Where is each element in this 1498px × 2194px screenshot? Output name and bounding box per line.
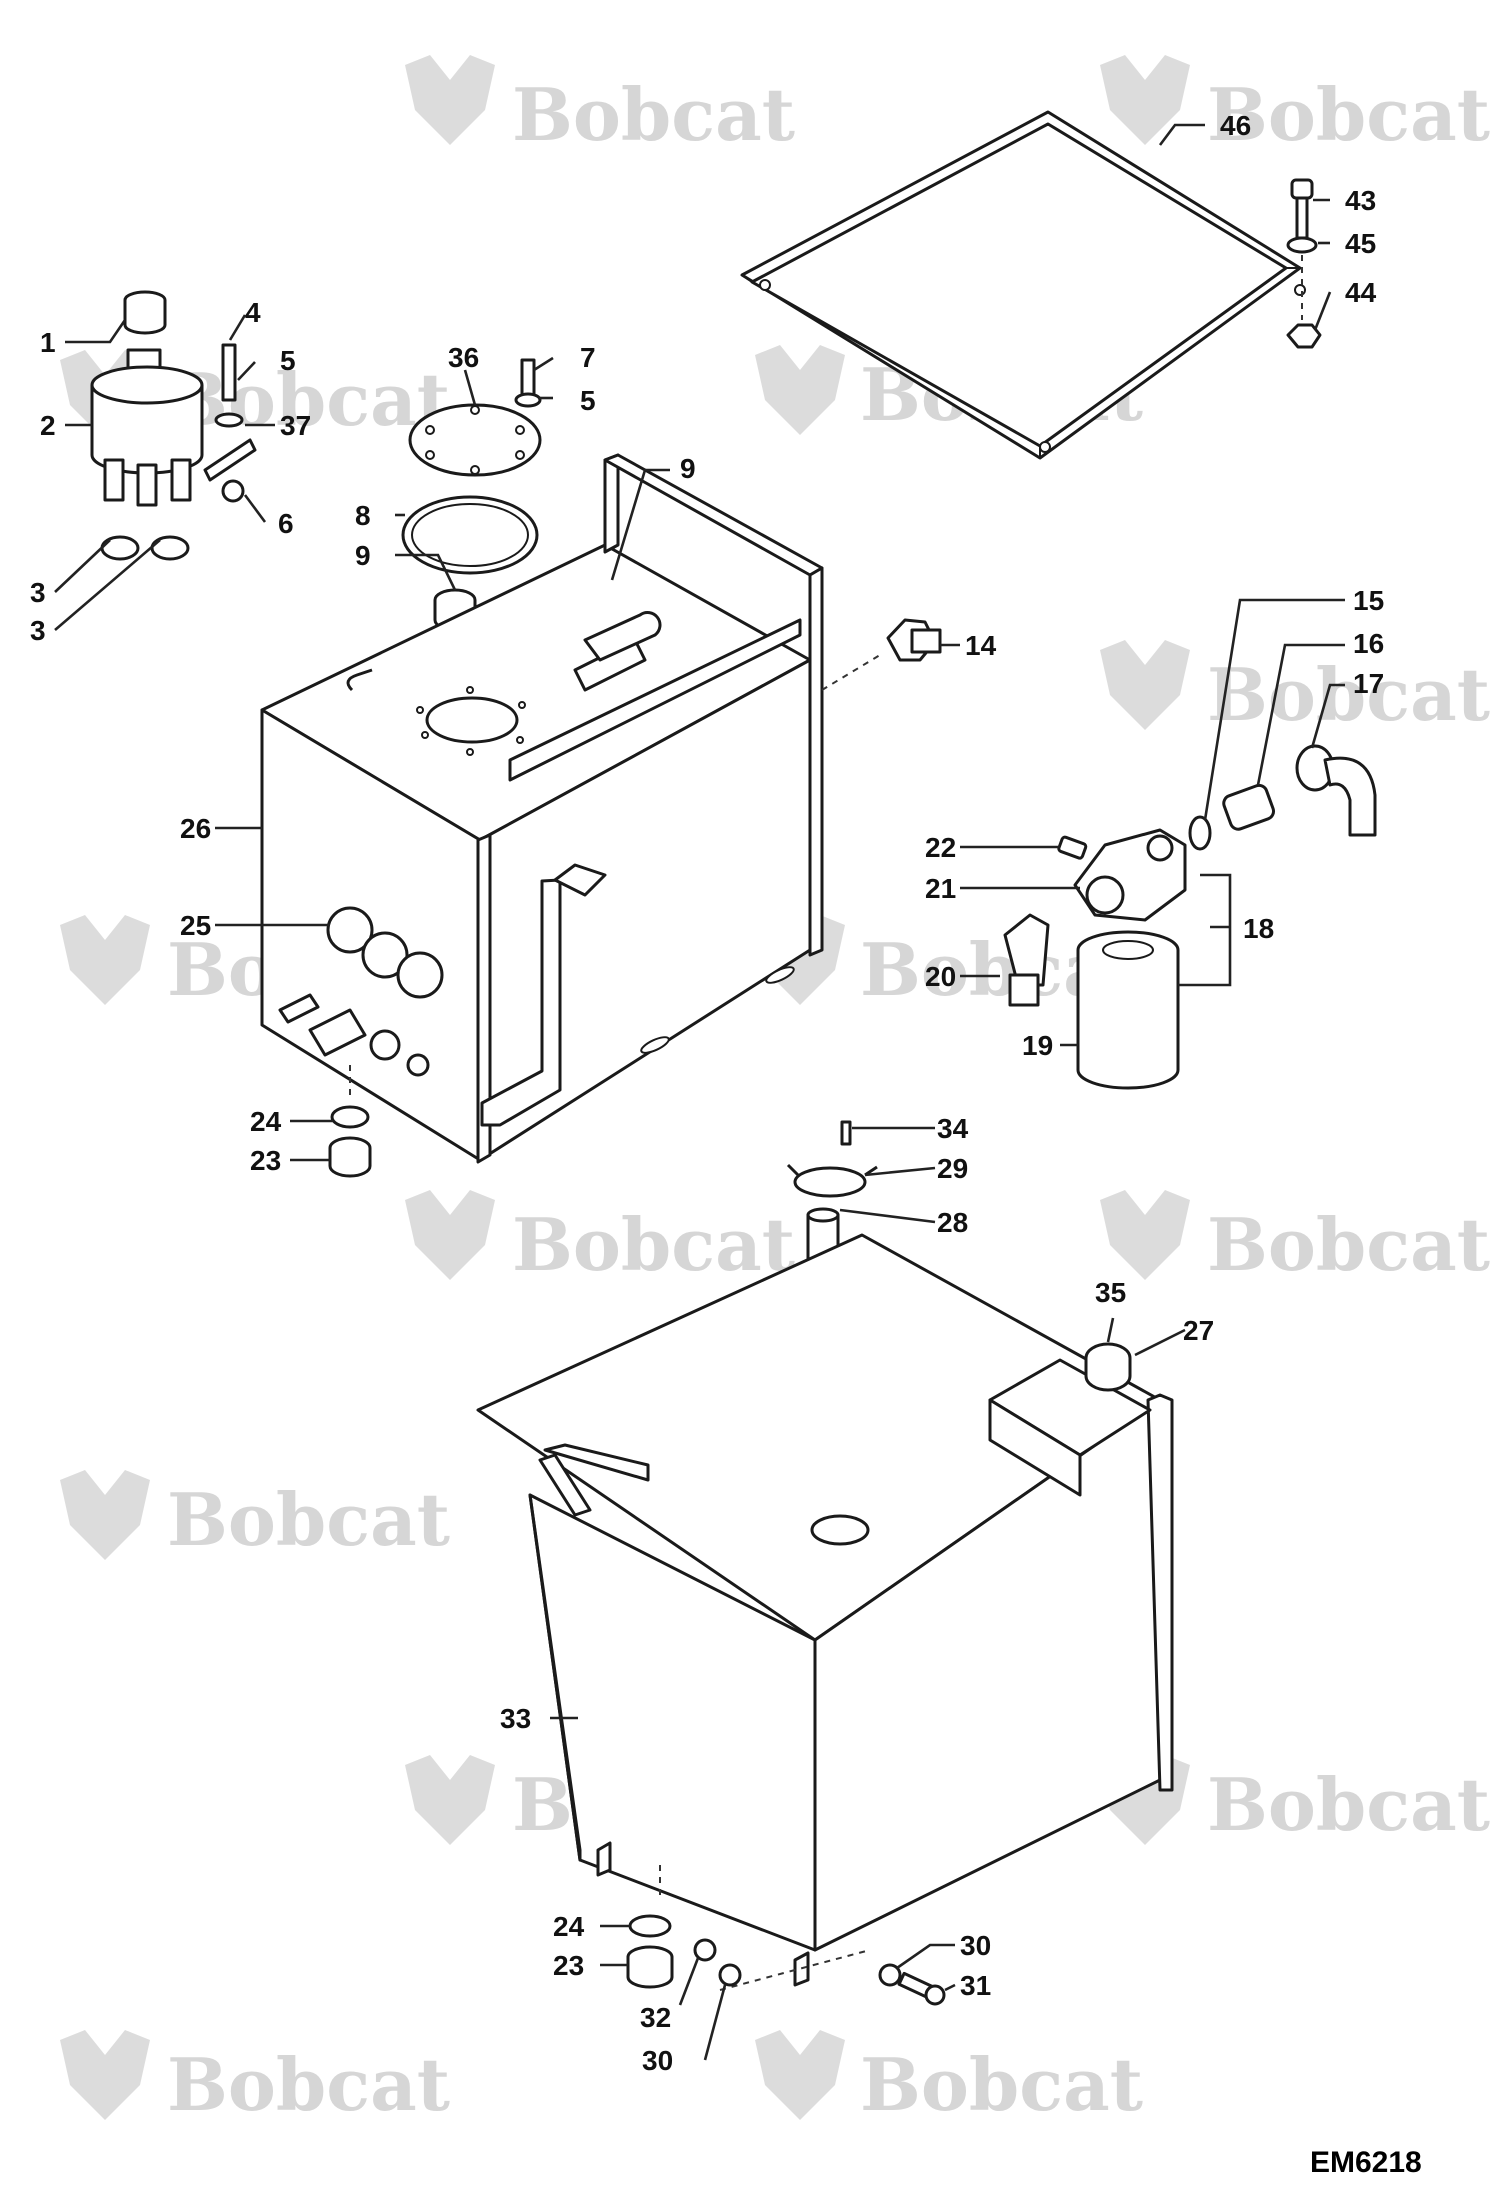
callout-22: 22 — [925, 832, 956, 863]
callout-9: 9 — [680, 453, 696, 484]
watermark-text: Bobcat — [860, 2042, 1143, 2127]
drain-seal — [330, 1105, 370, 1129]
callout-35: 35 — [1095, 1277, 1126, 1308]
watermark-logo: Bobcat — [405, 1190, 795, 1287]
breather-bolt — [221, 343, 237, 402]
callout-33: 33 — [500, 1703, 531, 1734]
breather-nut — [221, 479, 245, 503]
leader-lines — [54, 123, 1345, 2061]
breather-seal — [150, 535, 190, 561]
watermark-text: Bobcat — [1207, 72, 1490, 157]
filter-sensor — [1057, 835, 1088, 860]
callout-5: 5 — [280, 345, 296, 376]
breather-bracket — [203, 438, 257, 482]
callout-6: 6 — [278, 508, 294, 539]
mount-washer — [878, 1963, 902, 1987]
cover-nut — [1286, 323, 1322, 349]
filter-elbow — [1295, 744, 1377, 837]
fuel-tank — [476, 1233, 1174, 1987]
fuel-cap — [1084, 1342, 1132, 1392]
callout-30: 30 — [642, 2045, 673, 2076]
tank-plug — [886, 618, 942, 662]
watermark-text: Bobcat — [512, 72, 795, 157]
watermark-text: Bobcat — [167, 2042, 450, 2127]
callout-32: 32 — [640, 2002, 671, 2033]
cover-washer — [1286, 236, 1318, 254]
callout-44: 44 — [1345, 277, 1377, 308]
callout-14: 14 — [965, 630, 997, 661]
watermark-text: Bobcat — [512, 1202, 795, 1287]
callout-7: 7 — [580, 342, 596, 373]
filter-adapter — [1222, 783, 1276, 831]
callout-1: 1 — [40, 327, 56, 358]
filter-head — [1073, 828, 1187, 922]
breather-body — [90, 348, 204, 507]
drain-nut — [693, 1938, 717, 1962]
watermark-logo: Bobcat — [755, 2030, 1143, 2127]
callout-37: 37 — [280, 410, 311, 441]
drawing-code: EM6218 — [1310, 2146, 1422, 2179]
hydraulic-tank — [260, 453, 824, 1164]
callout-31: 31 — [960, 1970, 991, 2001]
tank-cover-plate — [740, 110, 1306, 460]
callout-5: 5 — [580, 385, 596, 416]
callout-46: 46 — [1220, 110, 1251, 141]
breather-washer — [214, 412, 244, 428]
callout-30: 30 — [960, 1930, 991, 1961]
watermark-text: Bobcat — [167, 1477, 450, 1562]
callout-labels: 1 2 3 3 4 5 37 6 36 7 5 8 9 9 46 43 45 4… — [30, 110, 1384, 2076]
callout-24: 24 — [250, 1106, 282, 1137]
callout-25: 25 — [180, 910, 211, 941]
callout-18: 18 — [1243, 913, 1274, 944]
watermark-logo: Bobcat — [60, 1470, 450, 1562]
callout-45: 45 — [1345, 228, 1376, 259]
mount-bolt — [897, 1971, 946, 2006]
watermark-logo: Bobcat — [405, 55, 795, 157]
callout-36: 36 — [448, 342, 479, 373]
watermark-logo: Bobcat — [60, 2030, 450, 2127]
callout-15: 15 — [1353, 585, 1384, 616]
callout-26: 26 — [180, 813, 211, 844]
o-ring — [1188, 815, 1212, 851]
cover-bolt — [1290, 178, 1314, 240]
callout-9: 9 — [355, 540, 371, 571]
watermark-logo: Bobcat — [1100, 1190, 1490, 1287]
callout-23: 23 — [553, 1950, 584, 1981]
callout-8: 8 — [355, 500, 371, 531]
callout-20: 20 — [925, 961, 956, 992]
drain-plug — [328, 1136, 372, 1178]
callout-27: 27 — [1183, 1315, 1214, 1346]
callout-34: 34 — [937, 1113, 969, 1144]
callout-17: 17 — [1353, 668, 1384, 699]
callout-3: 3 — [30, 577, 46, 608]
cover-screw — [520, 358, 536, 397]
callout-43: 43 — [1345, 185, 1376, 216]
breather-cap — [123, 290, 167, 335]
watermark-text: Bobcat — [1207, 1202, 1490, 1287]
watermark-text: Bobcat — [1207, 1762, 1490, 1847]
callout-16: 16 — [1353, 628, 1384, 659]
screw-washer — [514, 392, 542, 408]
callout-21: 21 — [925, 873, 956, 904]
watermark-logo: Bobcat — [1100, 55, 1490, 157]
callout-24: 24 — [553, 1911, 585, 1942]
breather-seal — [100, 535, 140, 561]
drain-seal — [628, 1914, 672, 1938]
callout-3: 3 — [30, 615, 46, 646]
access-cover — [408, 403, 542, 477]
drain-washer — [718, 1963, 742, 1987]
filter-fitting-elbow — [1003, 913, 1050, 1007]
drain-plug — [626, 1945, 674, 1989]
filter-cartridge — [1076, 930, 1180, 1090]
callout-2: 2 — [40, 410, 56, 441]
watermark-logo: Bobcat — [1100, 640, 1490, 737]
callout-23: 23 — [250, 1145, 281, 1176]
watermark-text: Bobcat — [167, 357, 450, 442]
watermark-text: Bobcat — [1207, 652, 1490, 737]
callout-19: 19 — [1022, 1030, 1053, 1061]
callout-4: 4 — [245, 297, 261, 328]
callout-28: 28 — [937, 1207, 968, 1238]
callout-29: 29 — [937, 1153, 968, 1184]
